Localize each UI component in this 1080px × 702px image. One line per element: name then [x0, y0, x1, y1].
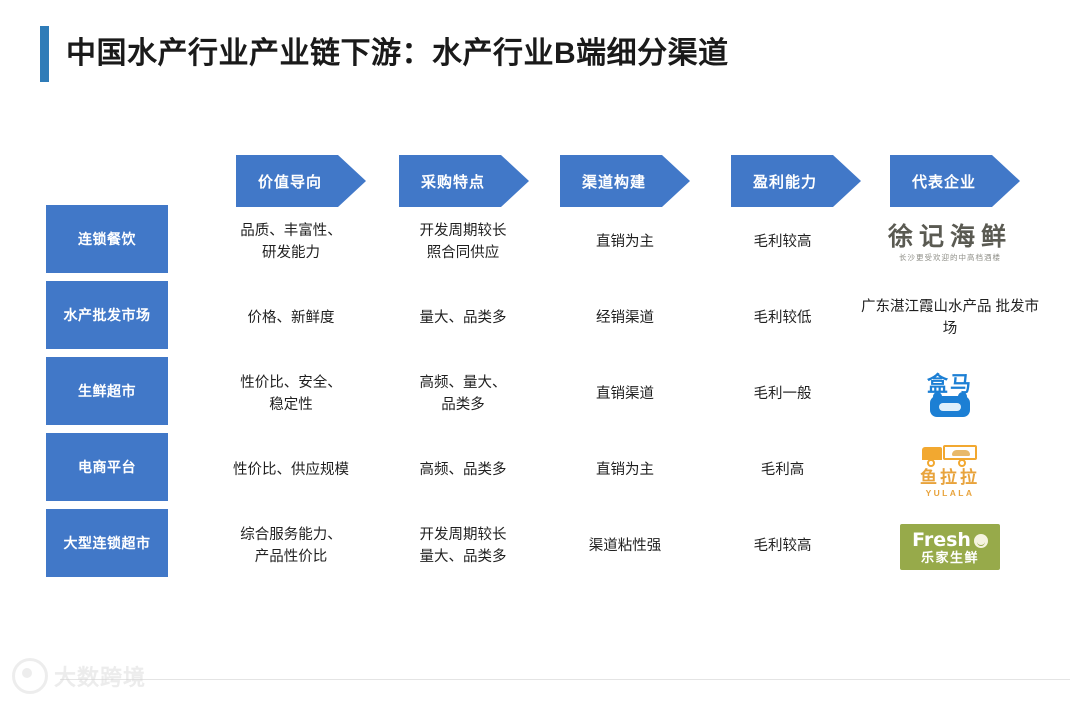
cell-channel-build: 渠道粘性强	[530, 509, 720, 585]
column-header-procurement[interactable]: 采购特点	[399, 155, 529, 207]
matrix-body: 品质、丰富性、 研发能力 开发周期较长 照合同供应 直销为主 毛利较高 徐记海鲜…	[0, 205, 1080, 585]
cell-line: 研发能力	[262, 245, 320, 261]
cell-value-orientation: 品质、丰富性、 研发能力	[196, 205, 386, 281]
cell-line: 毛利较高	[753, 234, 812, 251]
cell-line: 综合服务能力、	[240, 527, 342, 544]
row-label-fresh-supermarket[interactable]: 生鲜超市	[46, 357, 168, 425]
logo-name: 鱼拉拉	[920, 467, 980, 487]
cell-line: 量大、品类多	[419, 310, 507, 327]
title-accent-bar	[40, 26, 49, 82]
cell-value-orientation: 性价比、安全、 稳定性	[196, 357, 386, 433]
truck-icon	[922, 444, 978, 467]
logo-slogan: 长沙更受欢迎的中高档酒楼	[898, 252, 1001, 262]
cell-channel-build: 直销渠道	[530, 357, 720, 433]
row-label-chain-restaurant[interactable]: 连锁餐饮	[46, 205, 168, 273]
cell-line: 毛利高	[760, 462, 805, 479]
cell-line: 品质、丰富性、	[240, 223, 342, 240]
hippo-icon	[930, 391, 970, 417]
lejia-fresh-logo: Fresh 乐家生鲜	[900, 524, 1000, 570]
cell-line: 量大、品类多	[419, 549, 507, 565]
column-headers: 价值导向 采购特点 渠道构建 盈利能力 代表企业	[0, 155, 1080, 209]
cell-company: 广东湛江霞山水产品 批发市场	[855, 281, 1045, 357]
cell-line: 性价比、供应规模	[233, 462, 349, 479]
cell-line: 开发周期较长	[419, 527, 507, 544]
logo-name: 乐家生鲜	[920, 550, 979, 565]
table-row: 品质、丰富性、 研发能力 开发周期较长 照合同供应 直销为主 毛利较高 徐记海鲜…	[0, 205, 1080, 281]
cell-line: 价格、新鲜度	[247, 310, 335, 327]
cell-line: 稳定性	[269, 397, 313, 413]
cell-profitability: 毛利较低	[695, 281, 870, 357]
column-header-profitability[interactable]: 盈利能力	[731, 155, 861, 207]
cell-value-orientation: 性价比、供应规模	[196, 433, 386, 509]
hema-logo: 盒马	[927, 374, 973, 417]
column-header-company[interactable]: 代表企业	[890, 155, 1020, 207]
cell-line: 毛利较高	[753, 538, 812, 555]
company-text: 广东湛江霞山水产品 批发市场	[855, 297, 1045, 341]
cell-line: 产品性价比	[254, 549, 328, 565]
cell-company: 徐记海鲜 长沙更受欢迎的中高档酒楼	[855, 205, 1045, 281]
cell-line: 性价比、安全、	[240, 375, 342, 392]
page-title: 中国水产行业产业链下游：水产行业B端细分渠道	[40, 26, 729, 82]
cell-line: 直销为主	[596, 462, 654, 479]
watermark-text: 大数跨境	[54, 665, 147, 690]
cell-profitability: 毛利较高	[695, 509, 870, 585]
table-row: 性价比、安全、 稳定性 高频、量大、 品类多 直销渠道 毛利一般 盒马	[0, 357, 1080, 433]
row-label-large-chain-supermarket[interactable]: 大型连锁超市	[46, 509, 168, 577]
cell-line: 批发市场	[942, 299, 1040, 337]
cell-procurement: 开发周期较长 照合同供应	[368, 205, 558, 281]
logo-name: 徐记海鲜	[887, 221, 1012, 251]
column-header-value-orientation[interactable]: 价值导向	[236, 155, 366, 207]
cell-channel-build: 经销渠道	[530, 281, 720, 357]
table-row: 综合服务能力、 产品性价比 开发周期较长 量大、品类多 渠道粘性强 毛利较高 F…	[0, 509, 1080, 585]
cell-line: 毛利一般	[753, 386, 812, 403]
cell-line: 渠道粘性强	[588, 538, 662, 555]
watermark: 大数跨境	[12, 658, 146, 694]
cell-channel-build: 直销为主	[530, 205, 720, 281]
cell-profitability: 毛利一般	[695, 357, 870, 433]
cell-line: 广东湛江霞山水产品	[860, 299, 992, 316]
table-row: 性价比、供应规模 高频、品类多 直销为主 毛利高 鱼拉拉 YULALA	[0, 433, 1080, 509]
cell-line: 毛利较低	[753, 310, 812, 327]
cell-company: 鱼拉拉 YULALA	[855, 433, 1045, 509]
row-label-wholesale-market[interactable]: 水产批发市场	[46, 281, 168, 349]
cell-procurement: 开发周期较长 量大、品类多	[368, 509, 558, 585]
smile-icon	[973, 533, 988, 548]
cell-value-orientation: 价格、新鲜度	[196, 281, 386, 357]
footer-divider	[60, 679, 1070, 680]
cell-line: 直销为主	[596, 234, 654, 251]
cell-line: 高频、量大、	[419, 375, 507, 392]
cell-value-orientation: 综合服务能力、 产品性价比	[196, 509, 386, 585]
cell-procurement: 量大、品类多	[368, 281, 558, 357]
cell-line: 开发周期较长	[419, 223, 507, 240]
cell-company: Fresh 乐家生鲜	[855, 509, 1045, 585]
cell-line: 高频、品类多	[419, 462, 507, 479]
row-label-column: 连锁餐饮 水产批发市场 生鲜超市 电商平台 大型连锁超市	[46, 205, 168, 585]
logo-name-en: Fresh	[912, 531, 988, 550]
table-row: 价格、新鲜度 量大、品类多 经销渠道 毛利较低 广东湛江霞山水产品 批发市场	[0, 281, 1080, 357]
logo-name: 盒马	[927, 372, 973, 396]
yulala-logo: 鱼拉拉 YULALA	[920, 444, 980, 498]
cell-channel-build: 直销为主	[530, 433, 720, 509]
cell-profitability: 毛利高	[695, 433, 870, 509]
row-label-ecommerce[interactable]: 电商平台	[46, 433, 168, 501]
xuji-seafood-logo: 徐记海鲜 长沙更受欢迎的中高档酒楼	[888, 224, 1012, 263]
watermark-logo-icon	[12, 658, 48, 694]
logo-en-text: Fresh	[912, 529, 971, 551]
cell-line: 照合同供应	[426, 245, 500, 261]
page-title-text: 中国水产行业产业链下游：水产行业B端细分渠道	[66, 37, 729, 70]
column-header-channel-build[interactable]: 渠道构建	[560, 155, 690, 207]
cell-line: 直销渠道	[596, 386, 654, 403]
logo-name-en: YULALA	[925, 487, 975, 498]
cell-procurement: 高频、量大、 品类多	[368, 357, 558, 433]
cell-line: 品类多	[441, 397, 485, 413]
cell-profitability: 毛利较高	[695, 205, 870, 281]
cell-company: 盒马	[855, 357, 1045, 433]
cell-procurement: 高频、品类多	[368, 433, 558, 509]
cell-line: 经销渠道	[596, 310, 654, 327]
